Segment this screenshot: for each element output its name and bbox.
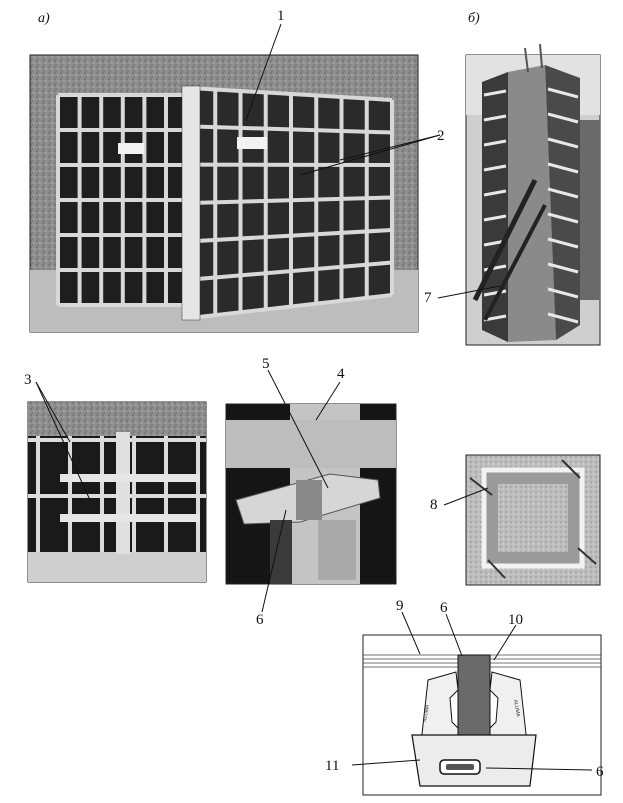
- callout-6b: 6: [440, 600, 448, 616]
- callout-5: 5: [262, 356, 270, 372]
- callout-1: 1: [277, 8, 285, 24]
- callout-6a: 6: [256, 612, 264, 628]
- sublabel-a: а): [38, 11, 50, 26]
- drawing-f-clamp-section: ALUMA ALUMA: [362, 634, 602, 796]
- photo-d-clamp-closeup: [225, 403, 397, 585]
- photo-a-formwork-box: [29, 54, 419, 333]
- photo-b-column-formwork: [465, 43, 601, 346]
- leader-lines: [35, 23, 593, 771]
- callout-8: 8: [430, 497, 438, 513]
- sublabel-b: б): [468, 11, 480, 26]
- callout-10: 10: [508, 612, 523, 628]
- photo-e-corner-square: [465, 454, 601, 586]
- callout-6c: 6: [596, 764, 604, 780]
- svg-text:ALUMA: ALUMA: [422, 704, 431, 723]
- callout-2: 2: [437, 128, 445, 144]
- callout-3: 3: [24, 372, 32, 388]
- photo-c-panel-detail: [27, 401, 207, 583]
- callout-11: 11: [325, 758, 339, 774]
- svg-text:ALUMA: ALUMA: [512, 699, 521, 718]
- callout-labels: 1 2 3 4 5 6 7 8 9 6 10 11 6: [24, 8, 604, 780]
- callout-4: 4: [337, 366, 345, 382]
- callout-7: 7: [424, 290, 432, 306]
- callout-9: 9: [396, 598, 404, 614]
